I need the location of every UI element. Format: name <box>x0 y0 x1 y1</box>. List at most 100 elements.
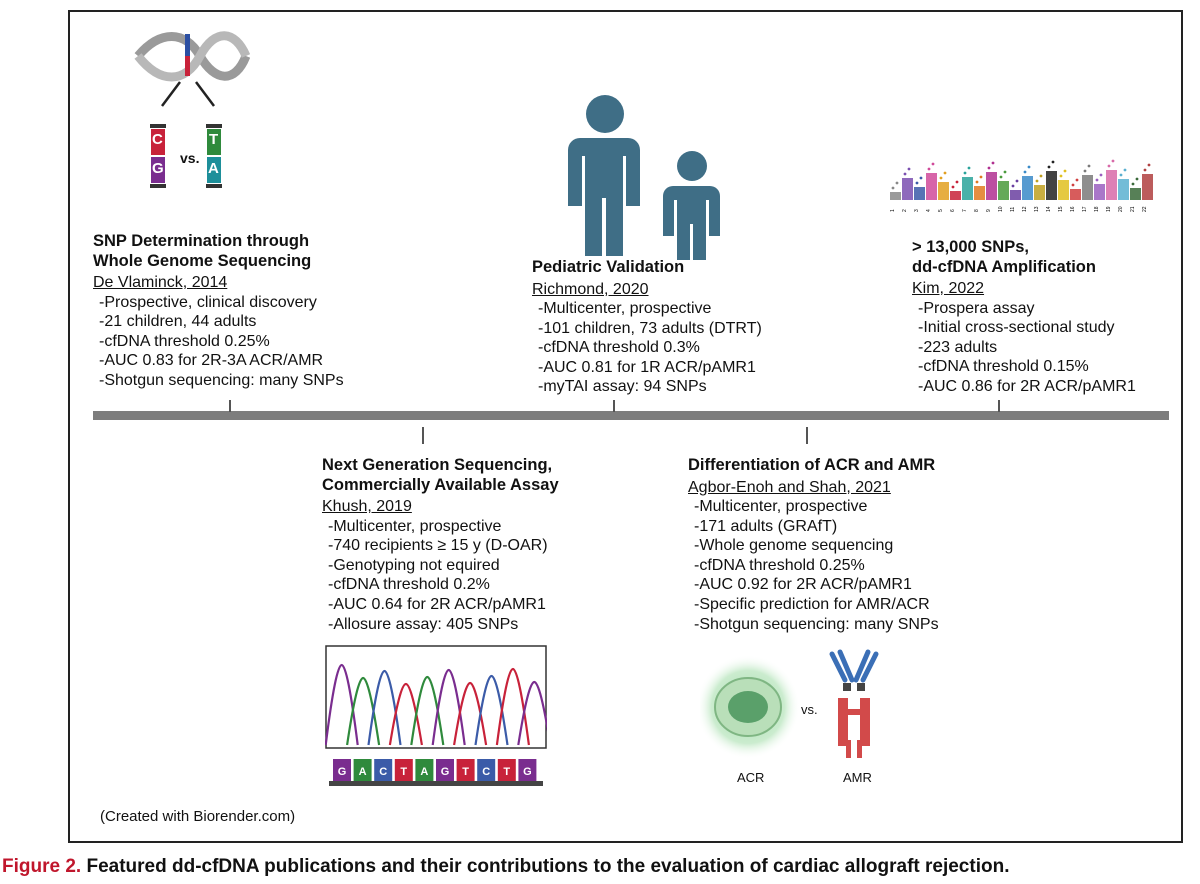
manhattan-snp-dot <box>1047 165 1051 169</box>
manhattan-chromosome-label: 1 <box>890 209 896 212</box>
sequence-base-letter: G <box>523 766 532 778</box>
timeline-tick-2022 <box>998 400 1000 412</box>
manhattan-chromosome-label: 6 <box>950 209 956 212</box>
publication-de-vlaminck: SNP Determination through Whole Genome S… <box>93 232 344 391</box>
figure-frame <box>68 10 1183 843</box>
sequence-base-letter: G <box>338 766 347 778</box>
manhattan-snp-dot <box>1131 182 1135 186</box>
publication-bullet: -Multicenter, prospective <box>328 517 502 535</box>
manhattan-snp-dot <box>979 175 983 179</box>
manhattan-chromosome-label: 9 <box>986 209 992 212</box>
publication-bullet: -21 children, 44 adults <box>99 313 257 331</box>
manhattan-snp-dot <box>1119 173 1123 177</box>
publication-title: SNP Determination through Whole Genome S… <box>93 232 312 270</box>
manhattan-snp-dot <box>1099 173 1103 177</box>
manhattan-snp-dot <box>927 167 931 171</box>
manhattan-snp-dot <box>967 166 971 170</box>
publication-bullet: -AUC 0.86 for 2R ACR/pAMR1 <box>918 377 1136 395</box>
manhattan-chromosome-label: 12 <box>1022 206 1028 212</box>
manhattan-chromosome-label: 15 <box>1058 206 1064 212</box>
manhattan-chromosome-label: 19 <box>1106 206 1112 212</box>
acr-vs-amr-icon <box>700 649 879 759</box>
manhattan-snp-dot <box>991 161 995 165</box>
manhattan-chromosome-label: 18 <box>1094 206 1100 212</box>
publication-bullet: -cfDNA threshold 0.2% <box>328 576 490 594</box>
sequence-base-tile <box>436 759 454 781</box>
publication-bullet: -Prospective, clinical discovery <box>99 293 317 311</box>
manhattan-chromosome-label: 8 <box>974 209 980 212</box>
publication-bullet: -Allosure assay: 405 SNPs <box>328 615 519 633</box>
manhattan-snp-dot <box>1051 160 1055 164</box>
manhattan-snp-dot <box>1023 170 1027 174</box>
manhattan-snp-dot <box>1003 170 1007 174</box>
manhattan-snp-dot <box>907 167 911 171</box>
sequence-base-tile <box>518 759 537 781</box>
publication-title: Differentiation of ACR and AMR <box>688 456 936 474</box>
publication-bullet: -Prospera assay <box>918 299 1035 317</box>
publication-bullet: -myTAI assay: 94 SNPs <box>538 378 707 396</box>
manhattan-snp-dot <box>1147 163 1151 167</box>
manhattan-chromosome-bar <box>1034 185 1045 200</box>
chromatogram-peak <box>431 668 466 746</box>
snp-top-letter-2: T <box>209 131 219 148</box>
manhattan-chromosome-bar <box>1010 190 1021 200</box>
publication-author: Agbor-Enoh and Shah, 2021 <box>688 478 891 496</box>
manhattan-chromosome-bar <box>986 172 997 200</box>
manhattan-chromosome-bar <box>890 192 901 200</box>
manhattan-snp-dot <box>1083 169 1087 173</box>
manhattan-snp-dot <box>1015 179 1019 183</box>
manhattan-snp-dot <box>1059 174 1063 178</box>
manhattan-snp-dot <box>987 166 991 170</box>
manhattan-chromosome-bar <box>1094 184 1105 200</box>
manhattan-chromosome-bar <box>1082 175 1093 200</box>
sequence-base-tile <box>374 759 393 781</box>
acr-label: ACR <box>737 770 765 785</box>
publication-bullet: -cfDNA threshold 0.15% <box>918 358 1089 376</box>
manhattan-snp-dot <box>999 175 1003 179</box>
manhattan-snp-dot <box>1039 174 1043 178</box>
manhattan-chromosome-bar <box>914 187 925 200</box>
manhattan-chromosome-label: 7 <box>962 209 968 212</box>
manhattan-chromosome-label: 2 <box>902 209 908 212</box>
manhattan-chromosome-bar <box>938 182 949 200</box>
publication-richmond: Pediatric Validation Richmond, 2020 -Mul… <box>532 258 762 397</box>
publication-bullet: -171 adults (GRAfT) <box>694 517 838 535</box>
publication-bullet: -cfDNA threshold 0.25% <box>99 332 270 350</box>
publication-title: > 13,000 SNPs, dd-cfDNA Amplification <box>912 238 1096 276</box>
manhattan-chromosome-bar <box>1058 180 1069 200</box>
publication-bullet: -Specific prediction for AMR/ACR <box>694 596 930 614</box>
dna-snp-icon <box>134 31 250 188</box>
snp-vs-label: vs. <box>180 150 200 166</box>
manhattan-snp-dot <box>963 171 967 175</box>
publication-bullet: -AUC 0.81 for 1R ACR/pAMR1 <box>538 358 756 376</box>
snp-bottom-letter-2: A <box>208 160 219 177</box>
publication-bullet: -101 children, 73 adults (DTRT) <box>538 319 762 337</box>
manhattan-snp-dot <box>939 176 943 180</box>
manhattan-snp-dot <box>1027 165 1031 169</box>
manhattan-snp-dot <box>1075 178 1079 182</box>
publication-agbor-enoh: Differentiation of ACR and AMR Agbor-Eno… <box>688 456 939 634</box>
manhattan-snp-dot <box>895 181 899 185</box>
manhattan-chromosome-bar <box>1118 179 1129 200</box>
manhattan-snp-dot <box>955 180 959 184</box>
manhattan-chromosome-label: 5 <box>938 209 944 212</box>
sequence-base-letter: A <box>420 766 428 778</box>
manhattan-chromosome-bar <box>926 173 937 200</box>
publication-bullet: -Initial cross-sectional study <box>918 319 1115 337</box>
rejection-vs-label: vs. <box>801 702 818 717</box>
publication-bullet: -Shotgun sequencing: many SNPs <box>99 371 344 389</box>
publication-bullet: -AUC 0.92 for 2R ACR/pAMR1 <box>694 576 912 594</box>
manhattan-snp-dot <box>943 171 947 175</box>
manhattan-snp-dot <box>1087 164 1091 168</box>
publication-bullet: -223 adults <box>918 338 998 356</box>
manhattan-snp-dot <box>919 176 923 180</box>
manhattan-chromosome-bar <box>962 177 973 200</box>
manhattan-snp-dot <box>931 162 935 166</box>
publication-kim: > 13,000 SNPs, dd-cfDNA Amplification Ki… <box>912 238 1136 397</box>
manhattan-chromosome-label: 3 <box>914 209 920 212</box>
manhattan-chromosome-label: 22 <box>1142 206 1148 212</box>
sequence-base-letter: T <box>462 766 469 778</box>
manhattan-snp-dot <box>951 185 955 189</box>
sequence-base-tile <box>353 759 372 781</box>
